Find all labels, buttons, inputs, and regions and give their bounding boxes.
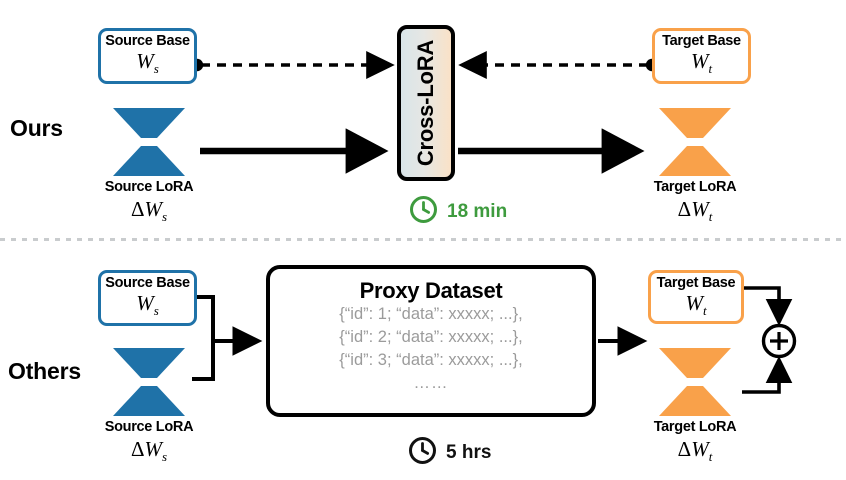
others-target-base-title: Target Base	[656, 275, 736, 291]
arrow-source-base-to-module	[190, 51, 395, 79]
others-target-lora-symbol: ΔWt	[677, 436, 713, 465]
others-target-lora-title: Target LoRA	[653, 419, 737, 435]
arrow-target-base-to-module	[458, 51, 659, 79]
ours-timing: 18 min	[409, 195, 507, 229]
connector-target-lora-to-sum	[742, 356, 793, 394]
cross-lora-module-label: Cross-LoRA	[413, 39, 438, 167]
ours-target-lora-symbol: ΔWt	[677, 196, 713, 225]
others-source-lora-icon	[113, 348, 185, 416]
proxy-dataset-box: Proxy Dataset {“id”: 1; “data”: xxxxx; .…	[266, 265, 596, 417]
others-source-lora-symbol: ΔWs	[130, 436, 168, 465]
clock-icon	[409, 195, 438, 229]
others-target-base-box: Target Base Wt	[648, 270, 744, 324]
sum-operator-icon	[761, 323, 797, 359]
others-target-lora-icon	[659, 348, 731, 416]
ours-target-base-box: Target Base Wt	[652, 28, 751, 84]
section-divider	[0, 238, 846, 241]
row-label-others: Others	[8, 358, 81, 384]
others-timing: 5 hrs	[408, 436, 491, 470]
cross-lora-module[interactable]: Cross-LoRA	[397, 25, 455, 181]
others-source-base-symbol: Ws	[136, 291, 159, 319]
ours-target-lora-caption: Target LoRA ΔWt	[630, 179, 760, 225]
proxy-dataset-line: {“id”: 2; “data”: xxxxx; ...},	[339, 328, 523, 347]
ours-source-base-box: Source Base Ws	[98, 28, 197, 84]
ours-source-lora-title: Source LoRA	[104, 179, 194, 195]
ours-timing-value: 18 min	[447, 201, 508, 222]
row-label-ours: Ours	[10, 115, 63, 141]
clock-icon	[408, 436, 437, 470]
ours-target-lora-title: Target LoRA	[653, 179, 737, 195]
others-source-lora-caption: Source LoRA ΔWs	[84, 419, 214, 465]
others-source-base-title: Source Base	[105, 275, 190, 291]
ours-source-lora-caption: Source LoRA ΔWs	[84, 179, 214, 225]
ours-source-base-title: Source Base	[105, 33, 190, 49]
ours-target-base-symbol: Wt	[690, 49, 713, 77]
ours-target-lora-icon	[659, 108, 731, 176]
ours-source-lora-symbol: ΔWs	[130, 196, 168, 225]
others-target-base-symbol: Wt	[685, 291, 707, 319]
others-target-lora-caption: Target LoRA ΔWt	[630, 419, 760, 465]
proxy-dataset-title: Proxy Dataset	[359, 278, 503, 303]
connector-target-base-to-sum	[742, 286, 793, 326]
ours-target-base-title: Target Base	[662, 33, 741, 49]
others-source-base-box: Source Base Ws	[98, 270, 197, 326]
others-source-lora-title: Source LoRA	[104, 419, 194, 435]
proxy-dataset-ellipsis: ……	[413, 373, 449, 392]
ours-source-base-symbol: Ws	[136, 49, 159, 77]
connector-sources-to-proxy	[192, 295, 263, 381]
others-timing-value: 5 hrs	[446, 442, 492, 463]
proxy-dataset-line: {“id”: 1; “data”: xxxxx; ...},	[339, 305, 523, 324]
ours-source-lora-icon	[113, 108, 185, 176]
proxy-dataset-line: {“id”: 3; “data”: xxxxx; ...},	[339, 350, 523, 369]
